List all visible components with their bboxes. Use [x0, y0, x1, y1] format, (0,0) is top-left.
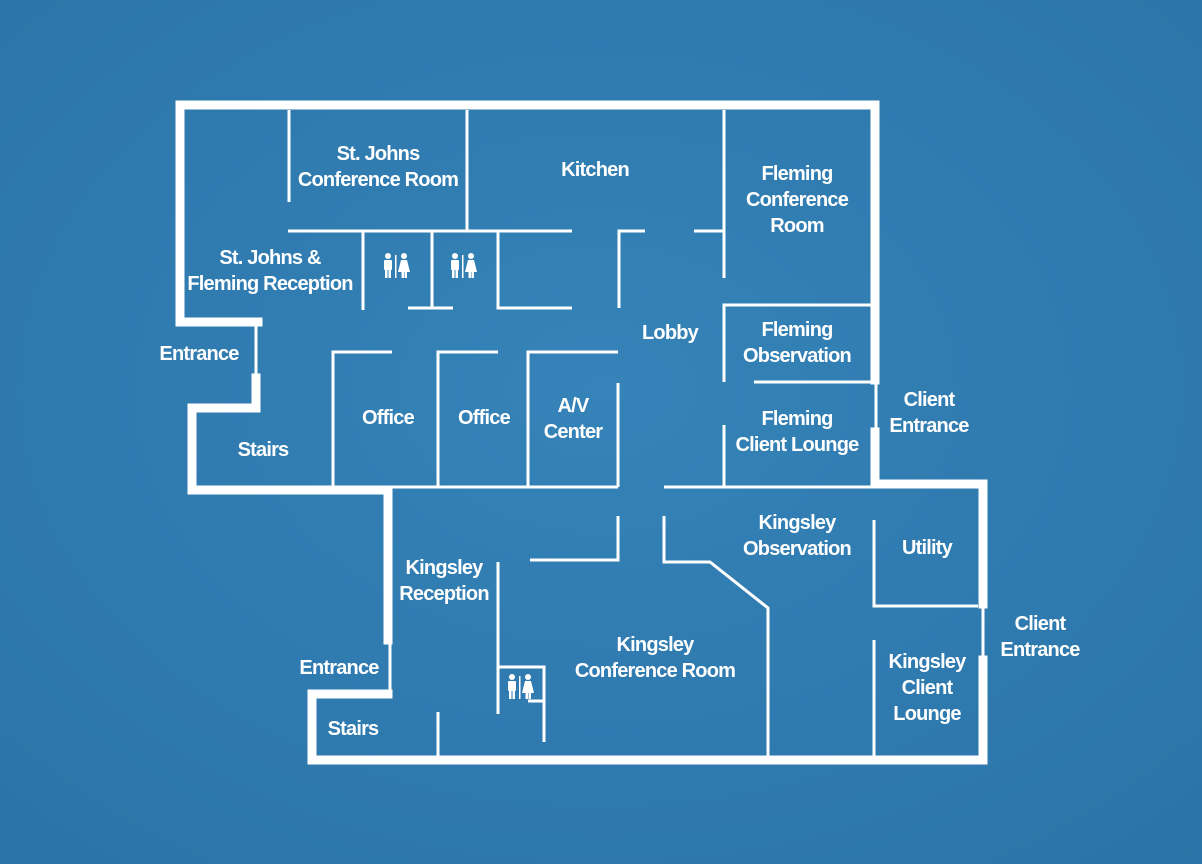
label-entrance-top: Entrance — [159, 343, 239, 365]
room-label-stairs-bottom: Stairs — [328, 718, 379, 740]
room-label-stairs-top: Stairs — [238, 439, 289, 461]
exterior-walls — [175, 100, 988, 765]
room-label-office-2: Office — [458, 407, 511, 429]
room-label-kitchen: Kitchen — [561, 159, 629, 181]
label-entrance-bottom: Entrance — [299, 657, 379, 679]
room-label-office-1: Office — [362, 407, 415, 429]
room-label-utility: Utility — [902, 537, 954, 559]
room-label-st-johns-fleming-reception: St. Johns &Fleming Reception — [187, 247, 352, 295]
room-label-lobby: Lobby — [642, 322, 700, 344]
interior-walls — [287, 110, 978, 756]
